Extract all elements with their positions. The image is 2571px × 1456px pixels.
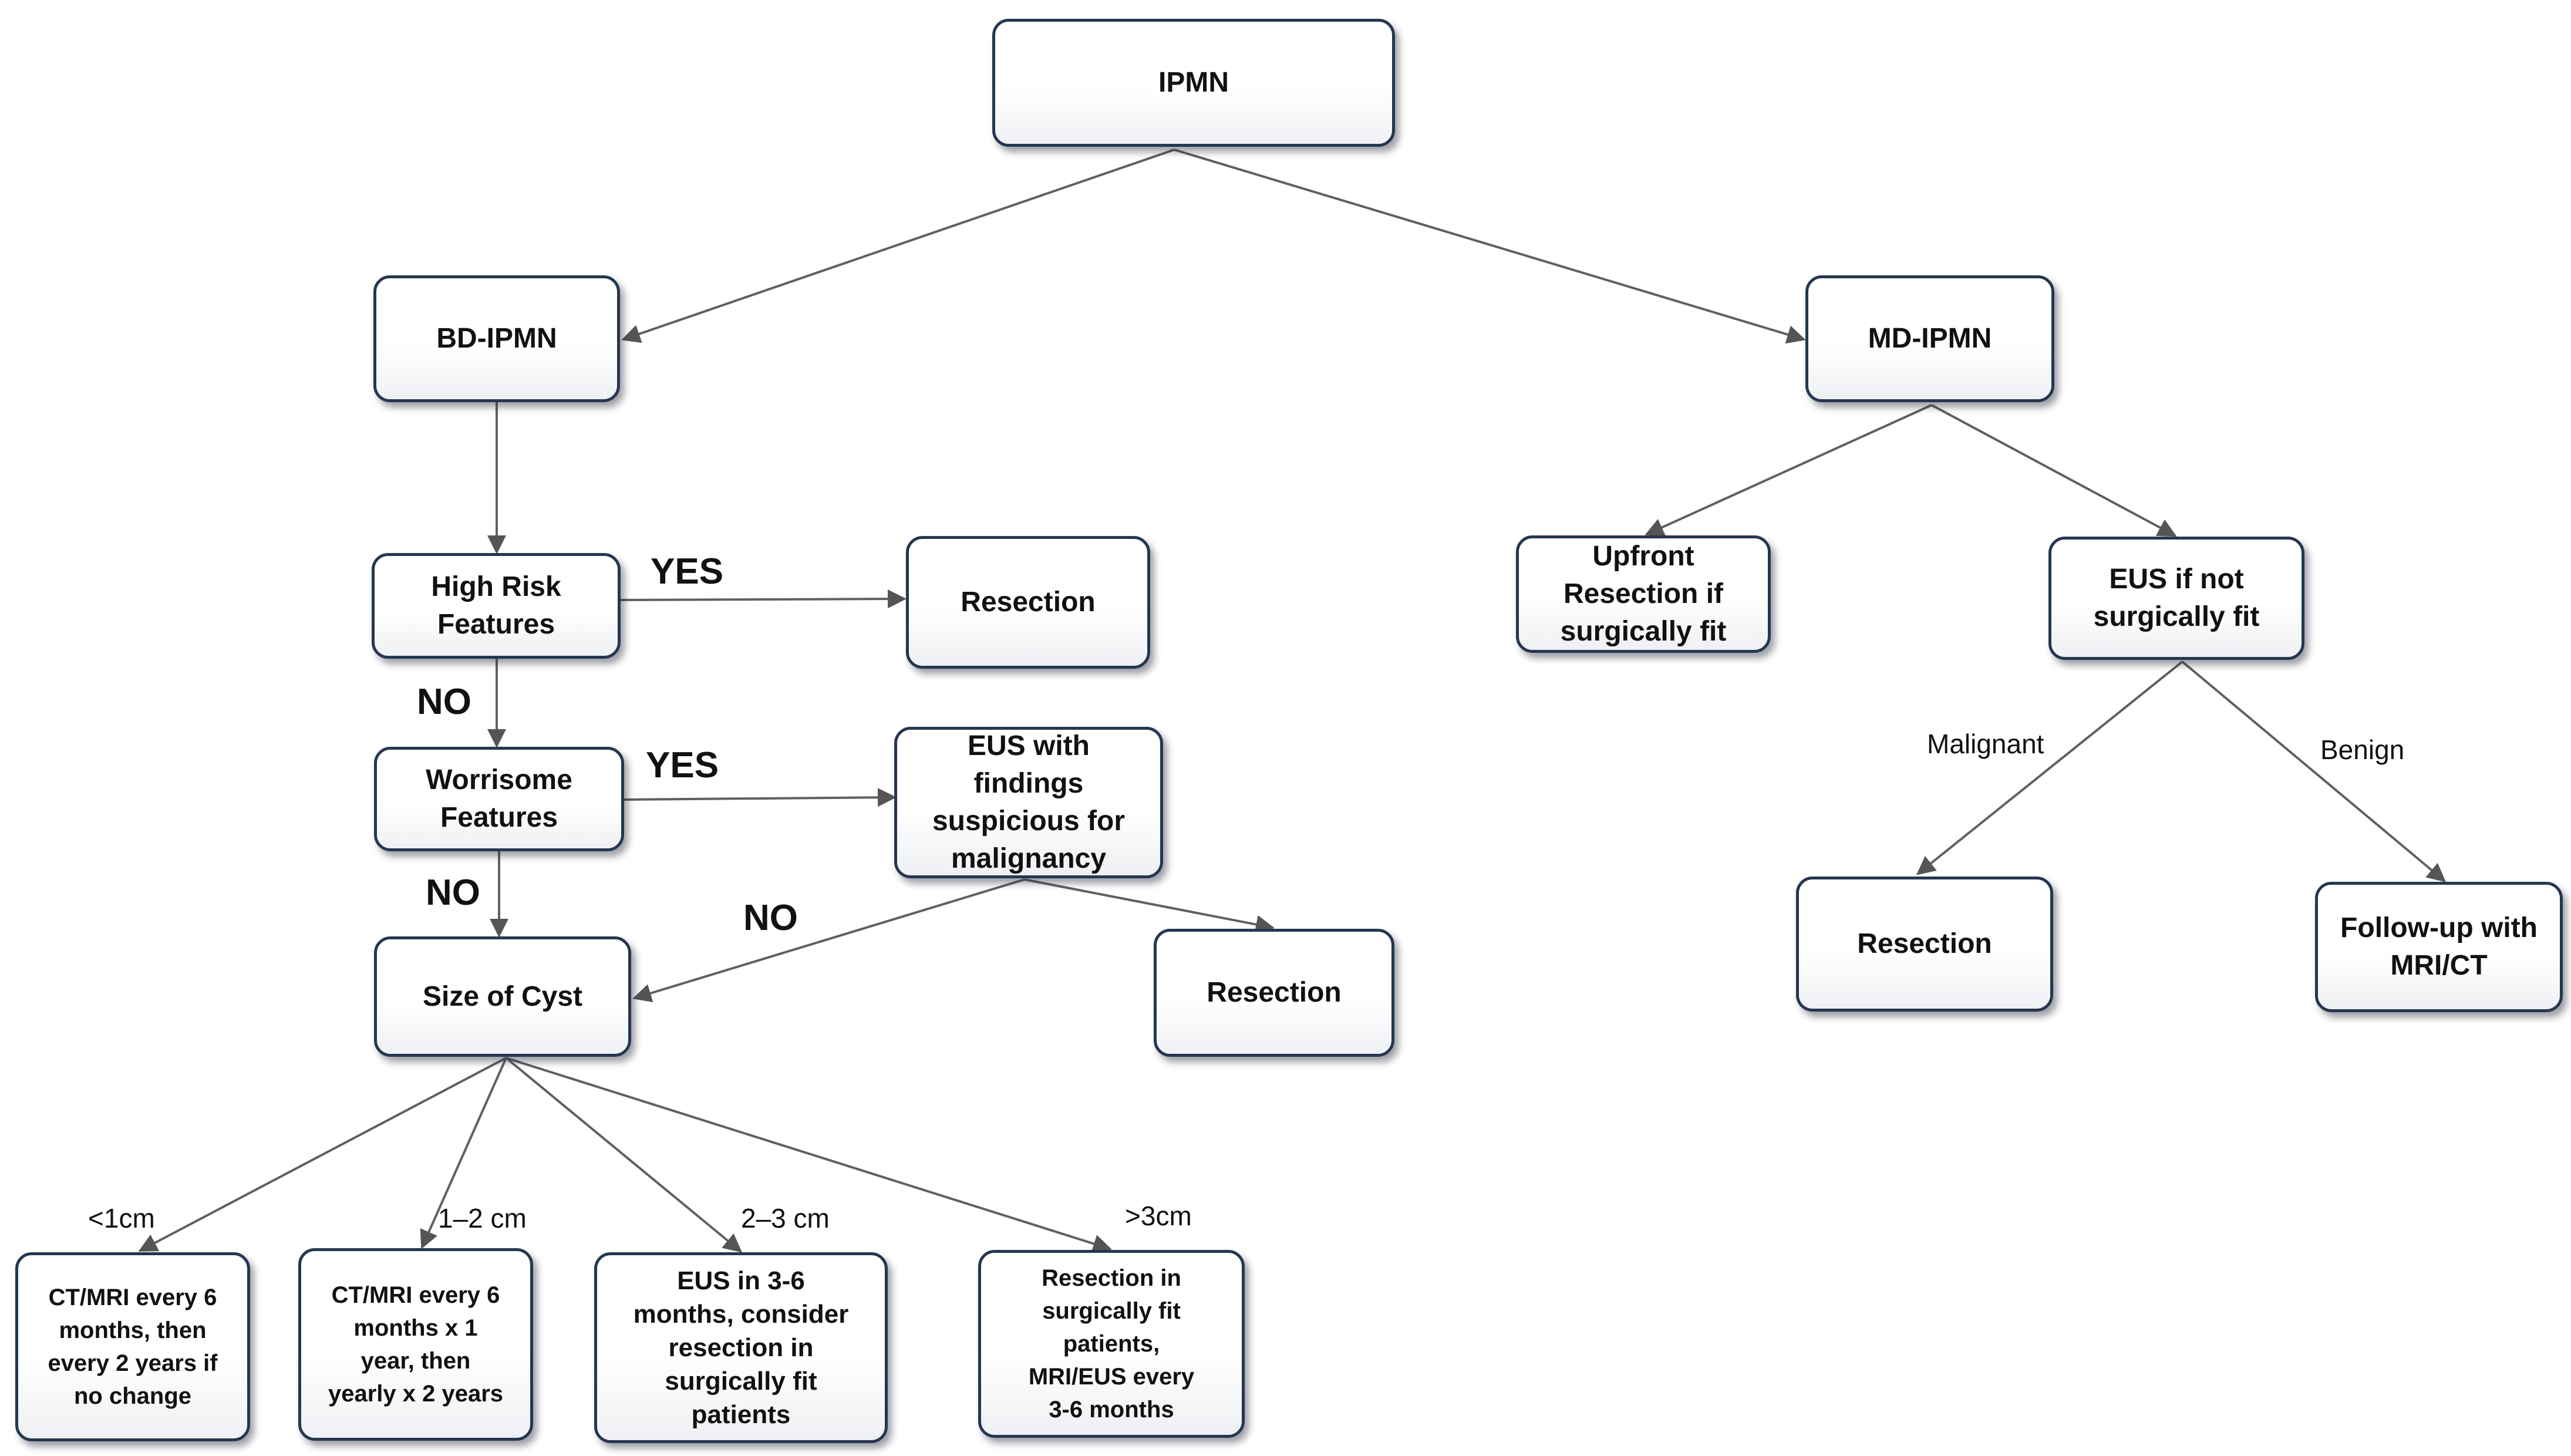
node-upfront-resection: Upfront Resection if surgically fit xyxy=(1516,535,1771,653)
edge-eus-resection xyxy=(1024,878,1275,934)
node-size-of-cyst-label: Size of Cyst xyxy=(422,980,583,1012)
edge-ipmn-bd xyxy=(621,149,1175,343)
node-md-ipmn-label: MD-IPMN xyxy=(1868,323,1992,354)
edge-size-lt1 xyxy=(138,1057,507,1252)
edge-eus-size xyxy=(632,878,1025,1003)
label-high-risk-no: NO xyxy=(417,682,471,722)
label-gt3cm: >3cm xyxy=(1125,1201,1192,1231)
edge-size-1-2 xyxy=(420,1057,507,1249)
node-size-gt3cm-label: Resection in surgically fit patients, MR… xyxy=(1028,1265,1195,1423)
node-eus-suspicious-label: EUS with findings suspicious for maligna… xyxy=(932,730,1126,874)
edge-md-eus xyxy=(1931,404,2177,537)
node-size-1-2cm: CT/MRI every 6 months x 1 year, then yea… xyxy=(298,1248,533,1441)
node-eus-suspicious: EUS with findings suspicious for maligna… xyxy=(894,727,1163,878)
node-high-risk-features: High Risk Features xyxy=(372,553,621,659)
label-eus-no: NO xyxy=(743,898,798,938)
node-bd-ipmn-label: BD-IPMN xyxy=(436,323,557,354)
node-resection-eus-label: Resection xyxy=(1207,977,1342,1008)
node-size-1-2cm-label: CT/MRI every 6 months x 1 year, then yea… xyxy=(328,1282,504,1407)
edge-eus-benign xyxy=(2181,660,2447,882)
label-1-2cm: 1–2 cm xyxy=(438,1203,527,1233)
node-follow-up: Follow-up with MRI/CT xyxy=(2315,882,2563,1012)
node-upfront-resection-label: Upfront Resection if surgically fit xyxy=(1560,541,1727,647)
node-size-lt1cm: CT/MRI every 6 months, then every 2 year… xyxy=(15,1252,250,1441)
label-malignant: Malignant xyxy=(1927,729,2044,759)
label-worrisome-yes: YES xyxy=(646,745,719,786)
node-ipmn-label: IPMN xyxy=(1158,67,1229,98)
label-benign: Benign xyxy=(2320,734,2405,765)
node-ipmn: IPMN xyxy=(992,19,1395,147)
edge-ipmn-md xyxy=(1174,149,1806,344)
label-lt1cm: <1cm xyxy=(88,1203,155,1233)
label-worrisome-no: NO xyxy=(426,872,480,913)
node-resection-eus: Resection xyxy=(1154,929,1394,1057)
label-high-risk-yes: YES xyxy=(651,551,724,592)
edge-size-gt3 xyxy=(506,1057,1112,1253)
node-md-ipmn: MD-IPMN xyxy=(1805,275,2054,402)
edge-size-2-3 xyxy=(505,1057,743,1253)
label-2-3cm: 2–3 cm xyxy=(741,1203,830,1233)
node-resection-high-risk: Resection xyxy=(906,536,1150,669)
node-worrisome-features: Worrisome Features xyxy=(374,747,624,851)
node-resection-malignant: Resection xyxy=(1796,877,2053,1012)
edge-eus-malignant xyxy=(1916,660,2184,875)
edge-highrisk-resection xyxy=(620,589,907,609)
node-resection-high-risk-label: Resection xyxy=(961,587,1096,618)
node-size-2-3cm: EUS in 3-6 months, consider resection in… xyxy=(594,1252,888,1443)
node-size-of-cyst: Size of Cyst xyxy=(374,936,631,1057)
node-size-lt1cm-label: CT/MRI every 6 months, then every 2 year… xyxy=(48,1285,218,1409)
node-resection-malignant-label: Resection xyxy=(1857,928,1992,959)
edge-md-upfront xyxy=(1645,404,1932,537)
node-eus-not-fit: EUS if not surgically fit xyxy=(2048,537,2304,660)
node-worrisome-label: Worrisome Features xyxy=(426,764,572,833)
node-size-gt3cm: Resection in surgically fit patients, MR… xyxy=(978,1250,1245,1438)
node-size-2-3cm-label: EUS in 3-6 months, consider resection in… xyxy=(633,1266,849,1429)
node-bd-ipmn: BD-IPMN xyxy=(373,275,620,402)
edge-worrisome-eus xyxy=(623,788,897,807)
node-high-risk-label: High Risk Features xyxy=(431,571,561,640)
node-follow-up-label: Follow-up with MRI/CT xyxy=(2340,912,2538,981)
node-eus-not-fit-label: EUS if not surgically fit xyxy=(2093,564,2260,632)
